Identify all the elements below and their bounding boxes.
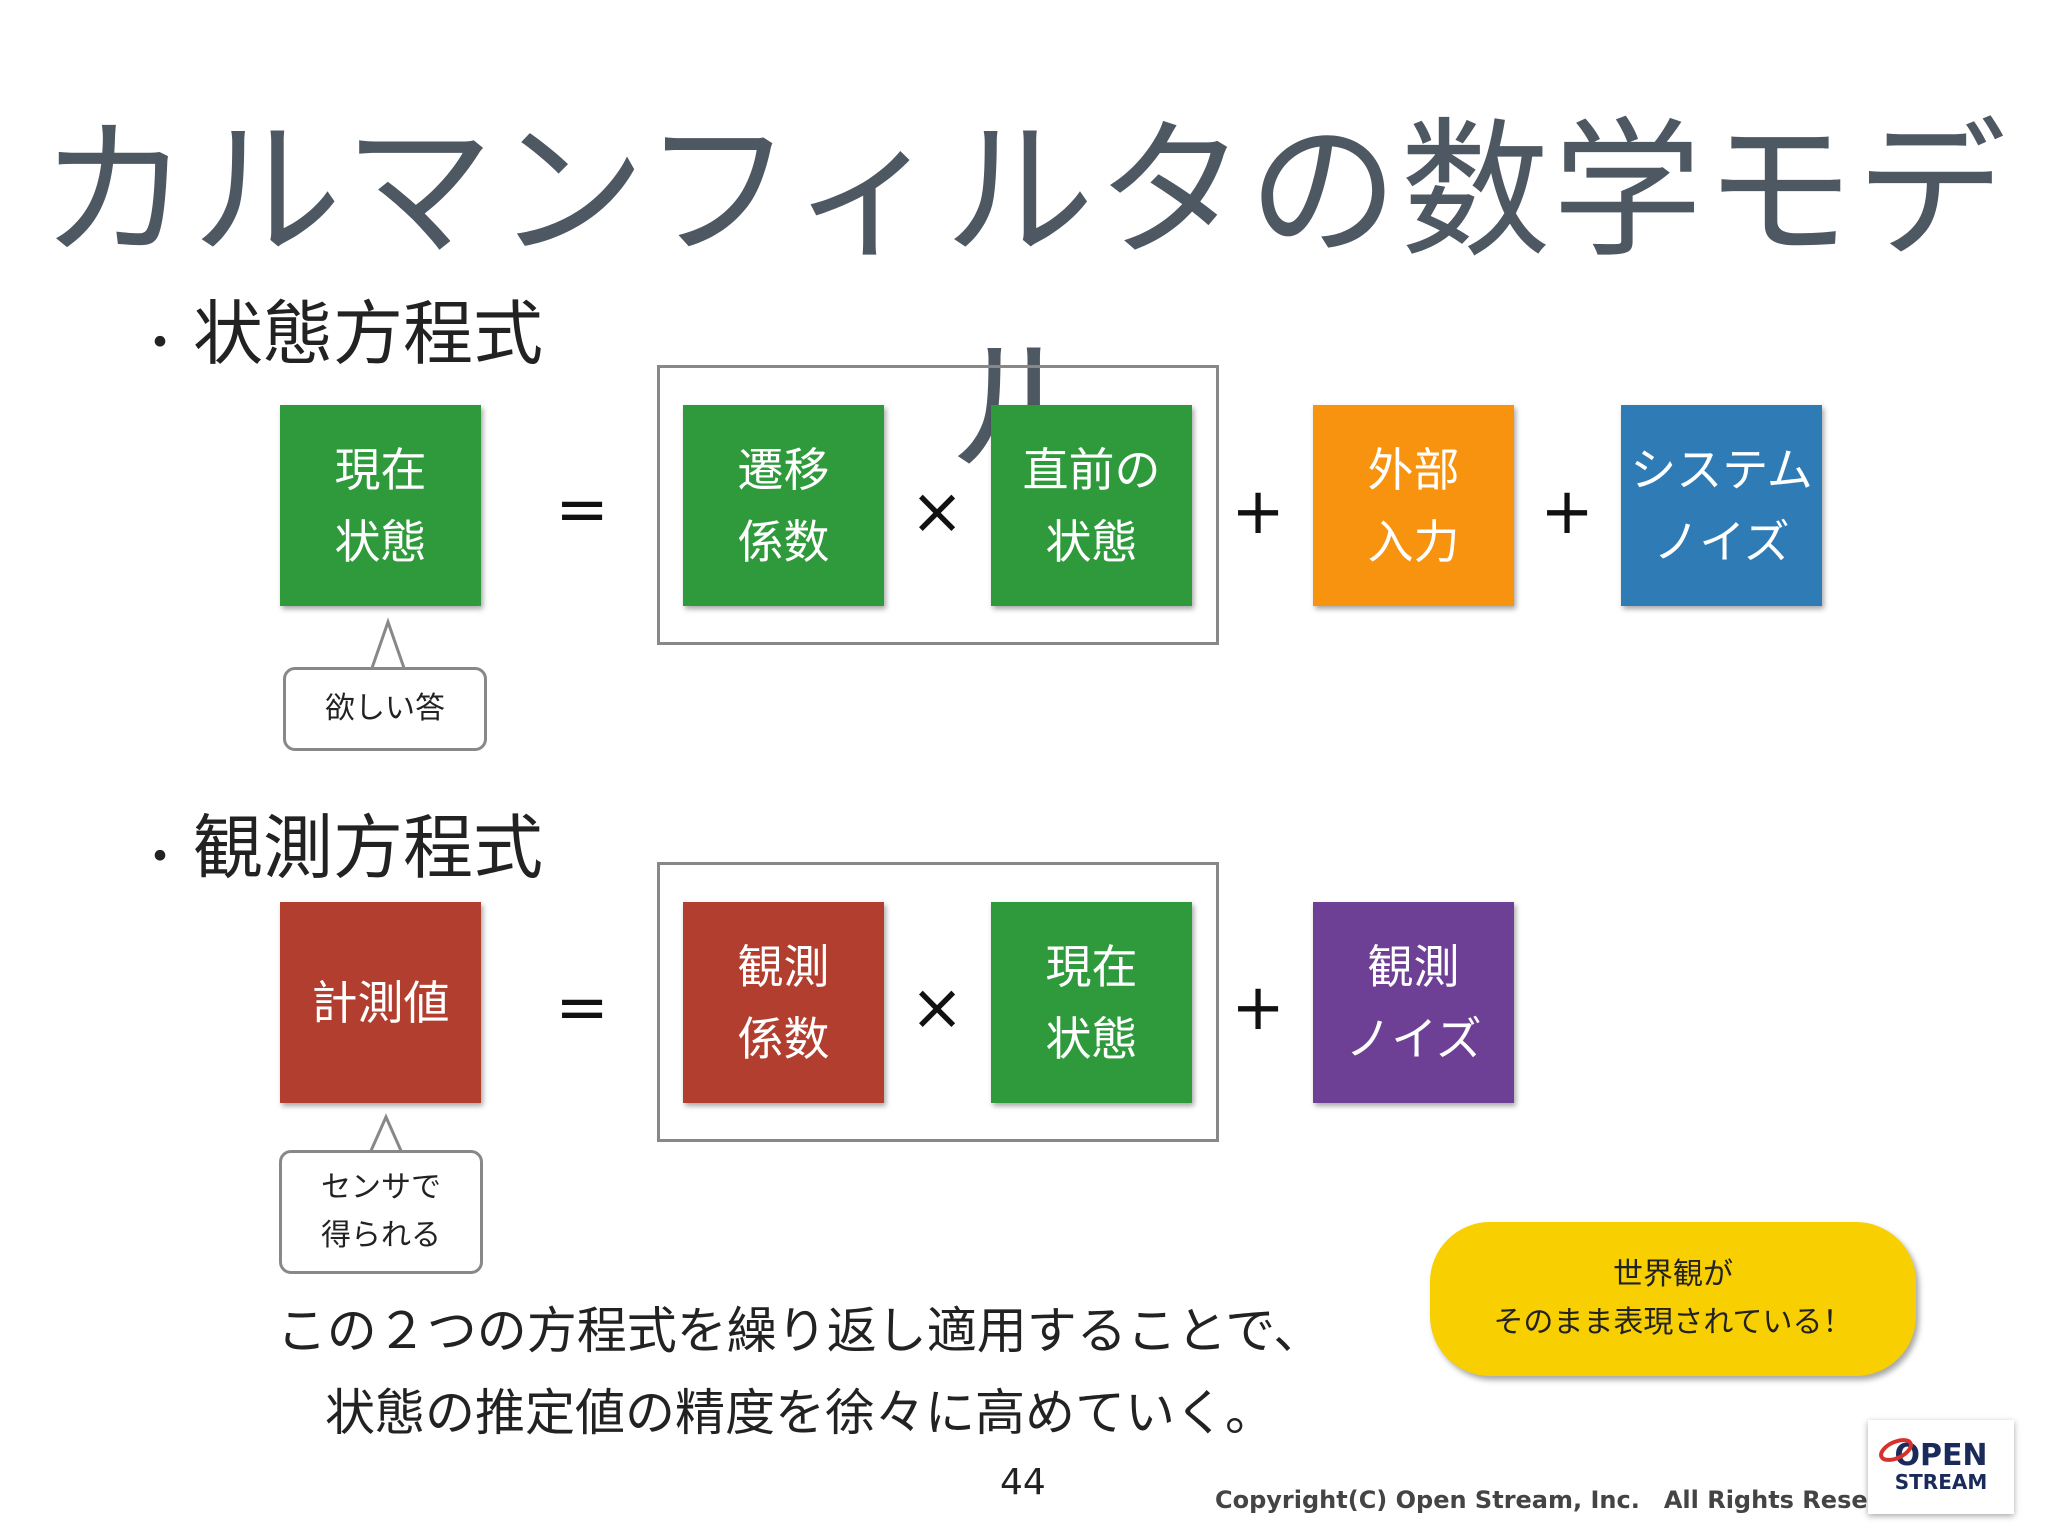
tile-line: 現在 xyxy=(1045,939,1138,994)
product-group-box xyxy=(657,862,1219,1142)
summary-line: 状態の推定値の精度を徐々に高めていく。 xyxy=(325,1384,1275,1442)
plus-sign: + xyxy=(1540,475,1594,549)
desired-answer-callout: 欲しい答 xyxy=(283,667,487,751)
plus-sign: + xyxy=(1231,475,1285,549)
tile-line: 状態 xyxy=(1045,1011,1138,1066)
tile-line: 観測 xyxy=(1367,939,1460,994)
summary-line: この２つの方程式を繰り返し適用することで、 xyxy=(276,1302,1324,1360)
tile-line: システム xyxy=(1630,442,1813,497)
system-noise-tile: システム ノイズ xyxy=(1621,405,1822,606)
tile-line: 観測 xyxy=(737,939,830,994)
previous-state-tile: 直前の 状態 xyxy=(991,405,1192,606)
tile-line: 入力 xyxy=(1367,514,1460,569)
tile-line: 外部 xyxy=(1367,442,1460,497)
observation-equation-heading: ・観測方程式 xyxy=(135,792,543,893)
tile-line: 直前の xyxy=(1022,442,1161,497)
plus-sign: + xyxy=(1231,971,1285,1045)
times-sign: × xyxy=(910,971,964,1045)
page-number: 44 xyxy=(1000,1462,1046,1503)
observation-noise-tile: 観測 ノイズ xyxy=(1313,902,1514,1103)
logo-line-2: STREAM xyxy=(1894,1470,1988,1494)
logo-swoosh-icon xyxy=(1879,1438,1913,1462)
callout-pointer xyxy=(370,617,406,669)
observation-coefficient-tile: 観測 係数 xyxy=(683,902,884,1103)
bullet: ・ xyxy=(135,827,185,886)
badge-line: 世界観が xyxy=(1613,1257,1733,1292)
copyright-notice: Copyright(C) Open Stream, Inc. All Right… xyxy=(1215,1486,1938,1514)
equals-sign: = xyxy=(555,473,609,547)
tile-line: 状態 xyxy=(334,514,427,569)
tile-line: 係数 xyxy=(737,1011,830,1066)
transition-coefficient-tile: 遷移 係数 xyxy=(683,405,884,606)
external-input-tile: 外部 入力 xyxy=(1313,405,1514,606)
product-group-box xyxy=(657,365,1219,645)
callout-pointer xyxy=(368,1113,404,1154)
callout-line: 得られる xyxy=(321,1218,441,1253)
measurement-tile: 計測値 xyxy=(280,902,481,1103)
worldview-badge: 世界観が そのまま表現されている！ xyxy=(1430,1222,1916,1376)
current-state-tile: 現在 状態 xyxy=(991,902,1192,1103)
tile-line: ノイズ xyxy=(1653,514,1790,569)
tile-line: 現在 xyxy=(334,442,427,497)
callout-line: センサで xyxy=(321,1170,441,1205)
tile-line: 状態 xyxy=(1045,514,1138,569)
sensor-callout: センサで 得られる xyxy=(279,1150,483,1274)
state-equation-heading: ・状態方程式 xyxy=(135,278,543,379)
tile-line: ノイズ xyxy=(1345,1011,1482,1066)
heading-text: 観測方程式 xyxy=(193,807,543,889)
times-sign: × xyxy=(910,475,964,549)
tile-line: 係数 xyxy=(737,514,830,569)
bullet: ・ xyxy=(135,313,185,372)
tile-line: 遷移 xyxy=(737,442,830,497)
heading-text: 状態方程式 xyxy=(193,293,543,375)
equals-sign: = xyxy=(555,971,609,1045)
current-state-tile: 現在 状態 xyxy=(280,405,481,606)
badge-line: そのまま表現されている！ xyxy=(1493,1305,1853,1340)
summary-text: この２つの方程式を繰り返し適用することで、 状態の推定値の精度を徐々に高めていく… xyxy=(180,1290,1420,1454)
tile-line: 計測値 xyxy=(311,975,450,1030)
open-stream-logo: OPEN STREAM xyxy=(1868,1420,2014,1514)
